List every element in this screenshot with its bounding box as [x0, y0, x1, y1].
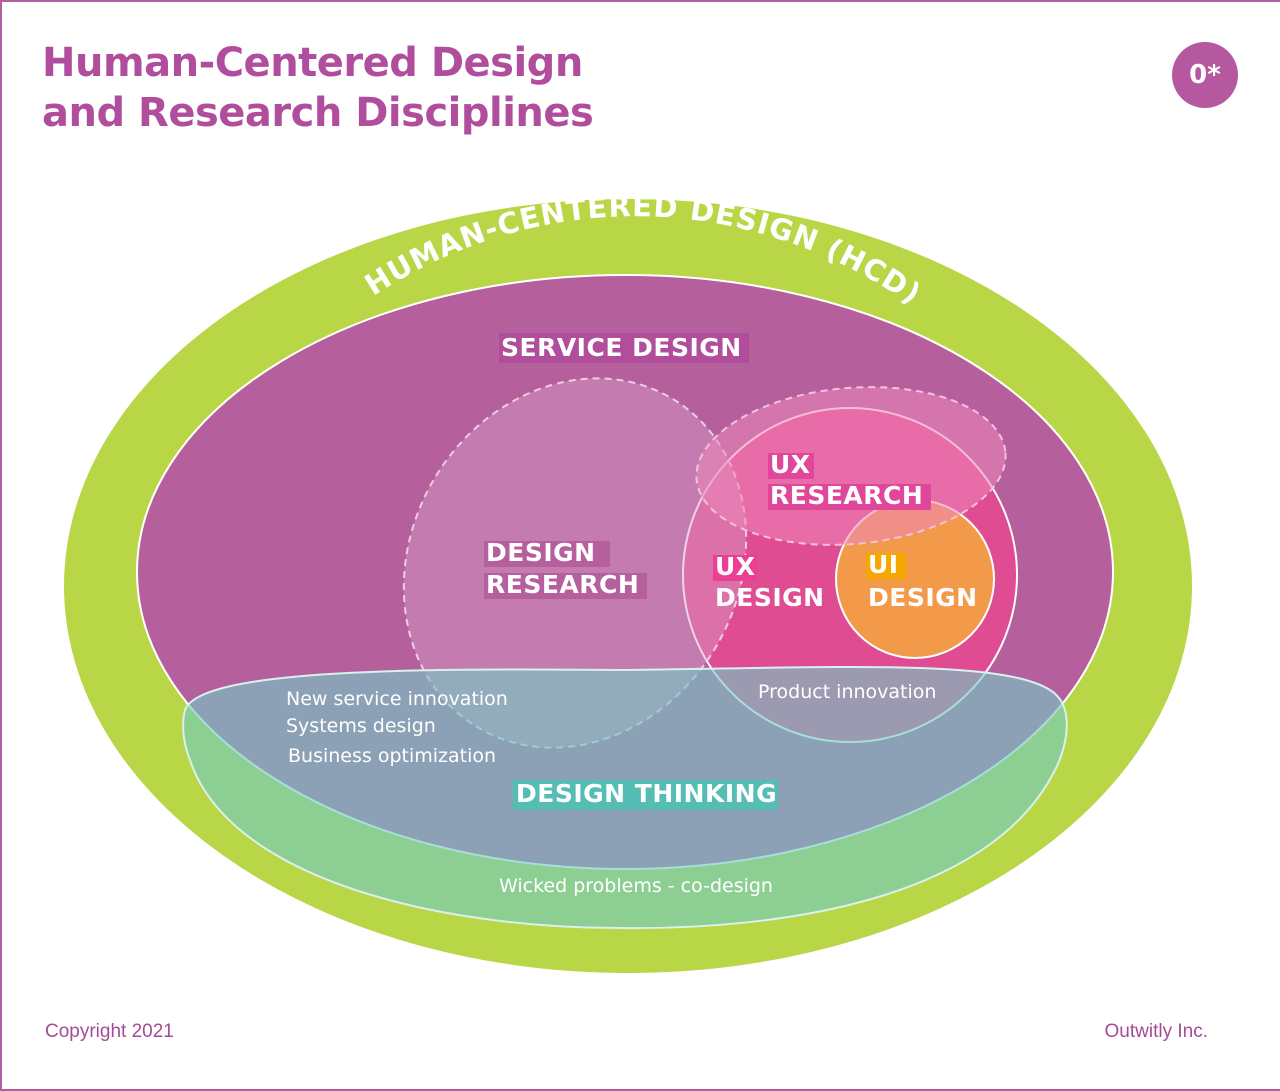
ui-design-highlight	[866, 553, 906, 579]
copyright-text: Copyright 2021	[45, 1021, 174, 1042]
design-research-highlight-2	[484, 573, 647, 599]
ux-research-label-line2: RESEARCH	[770, 481, 923, 510]
logo-text: 0*	[1189, 60, 1221, 90]
design-thinking-label: DESIGN THINKING	[516, 779, 777, 808]
ui-design-label-line2: DESIGN	[868, 583, 978, 612]
note-product-innovation: Product innovation	[758, 681, 936, 703]
note-wicked-problems: Wicked problems - co-design	[499, 875, 773, 897]
note-systems-design: Systems design	[286, 715, 436, 737]
ui-design-label-line1: UI	[868, 550, 899, 579]
outwitly-logo: 0*	[1172, 42, 1238, 108]
ux-research-label-line1: UX	[770, 450, 811, 479]
ux-research-highlight-2	[768, 484, 931, 510]
design-research-label-line2: RESEARCH	[486, 570, 639, 599]
company-name: Outwitly Inc.	[1104, 1021, 1208, 1042]
service-design-highlight	[499, 333, 749, 363]
ux-design-label-line2: DESIGN	[715, 583, 825, 612]
design-thinking-highlight	[513, 780, 778, 810]
design-research-highlight-1	[484, 541, 610, 567]
note-business-optimization: Business optimization	[288, 745, 496, 767]
ux-design-label-line1: UX	[715, 552, 756, 581]
note-new-service-innovation: New service innovation	[286, 688, 508, 710]
title-line-2: and Research Disciplines	[42, 90, 594, 136]
ux-research-highlight-1	[768, 453, 814, 479]
ux-design-highlight	[713, 555, 757, 581]
title-line-1: Human-Centered Design	[42, 40, 583, 86]
design-research-label-line1: DESIGN	[486, 538, 596, 567]
service-design-label: SERVICE DESIGN	[501, 333, 742, 362]
page-title: Human-Centered Design and Research Disci…	[42, 38, 594, 138]
